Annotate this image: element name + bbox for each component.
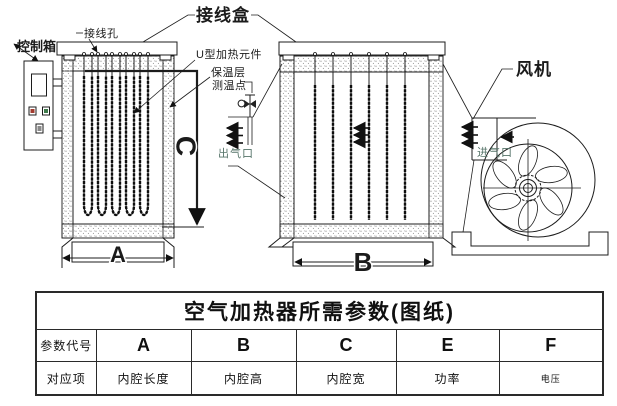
- heater-side-view: [267, 41, 457, 267]
- inlet-flow-arrows: [460, 120, 478, 150]
- callout-labels: 接线盒 接线孔 控制箱 U型加热元件 保温层 测温点 风机: [13, 5, 552, 120]
- param-item-c: 内腔宽: [295, 361, 397, 396]
- temp-point-label: 测温点: [212, 79, 247, 92]
- dimension-b: B: [294, 246, 432, 279]
- heater-front-view: [56, 41, 178, 268]
- dimension-c: C: [85, 69, 206, 228]
- control-box-screen: [31, 73, 47, 97]
- fan-blades: [488, 145, 568, 231]
- junction-box-lid-2: [278, 41, 446, 56]
- param-code-e: E: [395, 329, 500, 362]
- junction-box-lid-1: [56, 41, 178, 56]
- fan-volute: [480, 122, 596, 238]
- heating-element-label: U型加热元件: [196, 47, 262, 61]
- dim-a-letter: A: [110, 242, 126, 267]
- control-box: [23, 60, 63, 151]
- fan-assembly: 进气口: [442, 63, 609, 256]
- fan-label: 风机: [516, 59, 552, 79]
- temp-sensor-icon: [237, 94, 256, 117]
- dim-b-letter: B: [354, 247, 373, 277]
- control-box-label: 控制箱: [17, 39, 56, 54]
- air-outlet-label: 出气口: [218, 146, 254, 160]
- air-inlet-label: 进气口: [477, 145, 513, 159]
- param-item-a: 内腔长度: [95, 361, 192, 396]
- dimension-a: A: [62, 241, 174, 269]
- param-code-c: C: [295, 329, 397, 362]
- u-heating-elements: [82, 52, 150, 217]
- param-item-f: 电压: [498, 361, 604, 396]
- item-row-label: 对应项: [35, 361, 97, 396]
- wiring-hole-label: 接线孔: [84, 26, 119, 40]
- fan-base: [451, 231, 609, 256]
- table-title: 空气加热器所需参数(图纸): [35, 291, 604, 330]
- inner-flow-arrows: [352, 121, 369, 149]
- code-row-label: 参数代号: [35, 329, 97, 362]
- param-item-e: 功率: [395, 361, 500, 396]
- junction-box-label: 接线盒: [196, 5, 250, 25]
- param-code-a: A: [95, 329, 192, 362]
- heating-elements-side: [313, 52, 407, 220]
- param-code-b: B: [190, 329, 297, 362]
- insulation-layer-label: 保温层: [211, 65, 246, 79]
- param-code-f: F: [498, 329, 604, 362]
- parameters-table: 空气加热器所需参数(图纸) 参数代号 A B C E F 对应项 内腔长度 内腔…: [35, 291, 604, 396]
- param-item-b: 内腔高: [190, 361, 297, 396]
- dim-c-letter: C: [171, 136, 202, 156]
- air-outlet-assembly: 出气口: [218, 63, 286, 199]
- heater-diagram: A C 出气口: [13, 5, 609, 279]
- outlet-flow-arrows: [225, 121, 243, 150]
